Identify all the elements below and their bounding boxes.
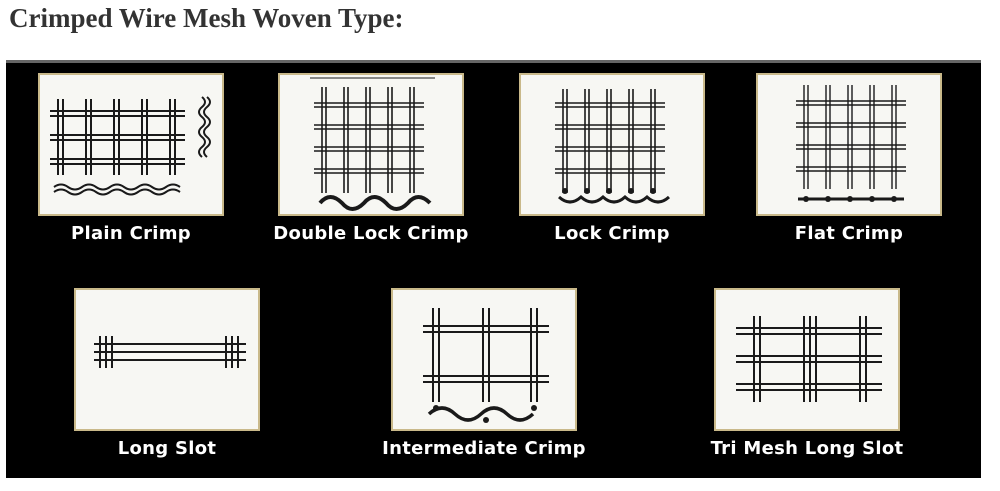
long-slot-label: Long Slot: [117, 438, 217, 459]
plain-crimp-illustration: [38, 73, 224, 216]
long-slot-illustration: [74, 288, 260, 431]
figure-top-border: [6, 60, 981, 63]
double-lock-crimp-label: Double Lock Crimp: [273, 223, 469, 244]
flat-crimp-label: Flat Crimp: [794, 223, 904, 244]
intermediate-crimp-illustration: [391, 288, 577, 431]
page-heading: Crimped Wire Mesh Woven Type:: [9, 3, 404, 33]
lock-crimp-label: Lock Crimp: [554, 223, 670, 244]
plain-crimp-label: Plain Crimp: [71, 223, 191, 244]
double-lock-crimp-illustration: [278, 73, 464, 216]
tri-mesh-long-slot-label: Tri Mesh Long Slot: [710, 438, 904, 459]
lock-crimp-illustration: [519, 73, 705, 216]
intermediate-crimp-label: Intermediate Crimp: [382, 438, 586, 459]
flat-crimp-illustration: [756, 73, 942, 216]
weave-types-figure: Plain Crimp Double Lock Crimp: [6, 60, 981, 478]
tri-mesh-long-slot-illustration: [714, 288, 900, 431]
